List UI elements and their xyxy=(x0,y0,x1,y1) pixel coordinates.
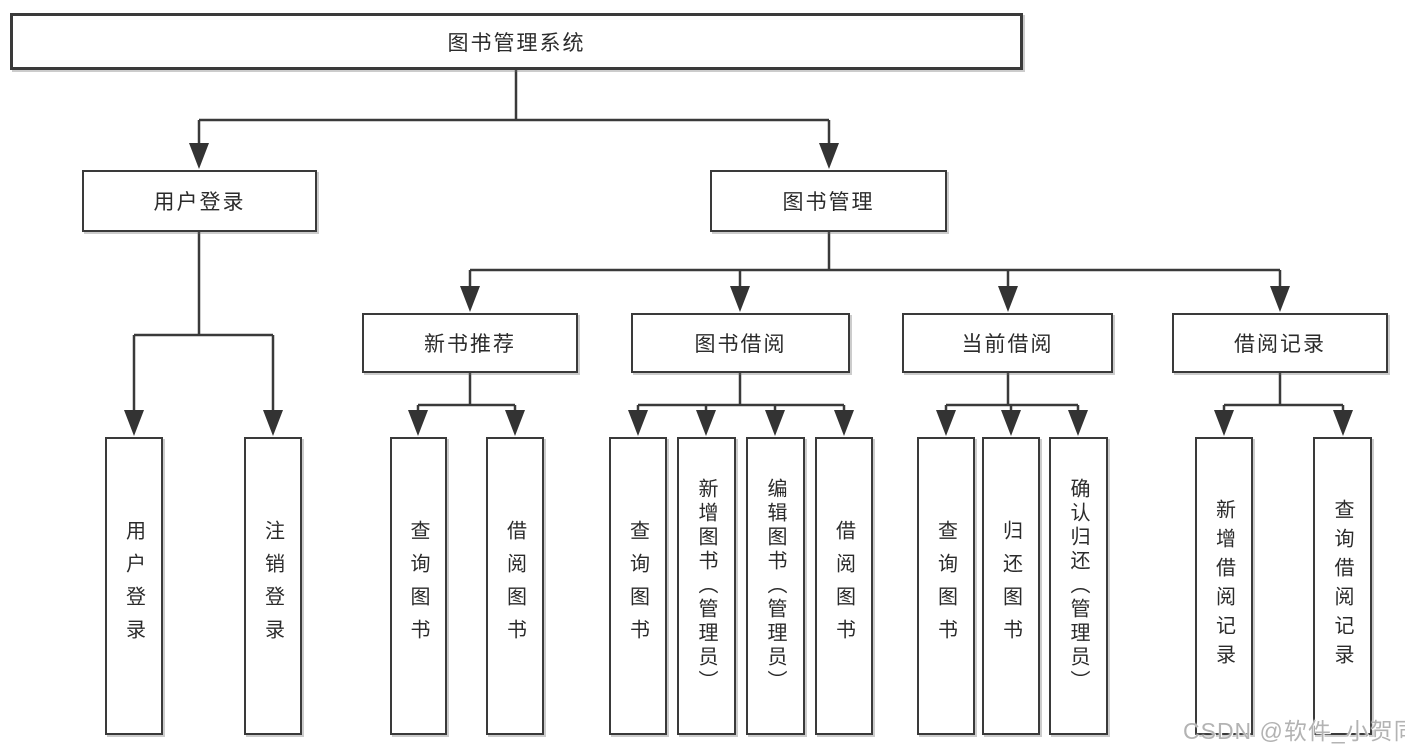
leaf-logout: 注销登录 xyxy=(244,437,302,735)
leaf-borrow-books-borrowing: 借阅图书 xyxy=(815,437,873,735)
node-book-management: 图书管理 xyxy=(710,170,947,232)
leaf-confirm-return-admin: 确认归还（管理员） xyxy=(1049,437,1108,735)
leaf-edit-book-admin: 编辑图书（管理员） xyxy=(746,437,805,735)
leaf-query-books-current: 查询图书 xyxy=(917,437,975,735)
leaf-query-books-borrowing: 查询图书 xyxy=(609,437,667,735)
node-book-borrowing: 图书借阅 xyxy=(631,313,850,373)
node-borrowing-records: 借阅记录 xyxy=(1172,313,1388,373)
leaf-user-login: 用户登录 xyxy=(105,437,163,735)
leaf-return-books: 归还图书 xyxy=(982,437,1040,735)
watermark: CSDN @软件_小贺同学 xyxy=(1183,718,1405,744)
node-new-book-recommend: 新书推荐 xyxy=(362,313,578,373)
node-library-management-system: 图书管理系统 xyxy=(10,13,1023,70)
node-user-login: 用户登录 xyxy=(82,170,317,232)
leaf-add-book-admin: 新增图书（管理员） xyxy=(677,437,736,735)
leaf-query-books-recommend: 查询图书 xyxy=(390,437,447,735)
leaf-add-borrow-record: 新增借阅记录 xyxy=(1195,437,1253,735)
node-current-borrowing: 当前借阅 xyxy=(902,313,1113,373)
leaf-query-borrow-record: 查询借阅记录 xyxy=(1313,437,1372,735)
leaf-borrow-books-recommend: 借阅图书 xyxy=(486,437,544,735)
